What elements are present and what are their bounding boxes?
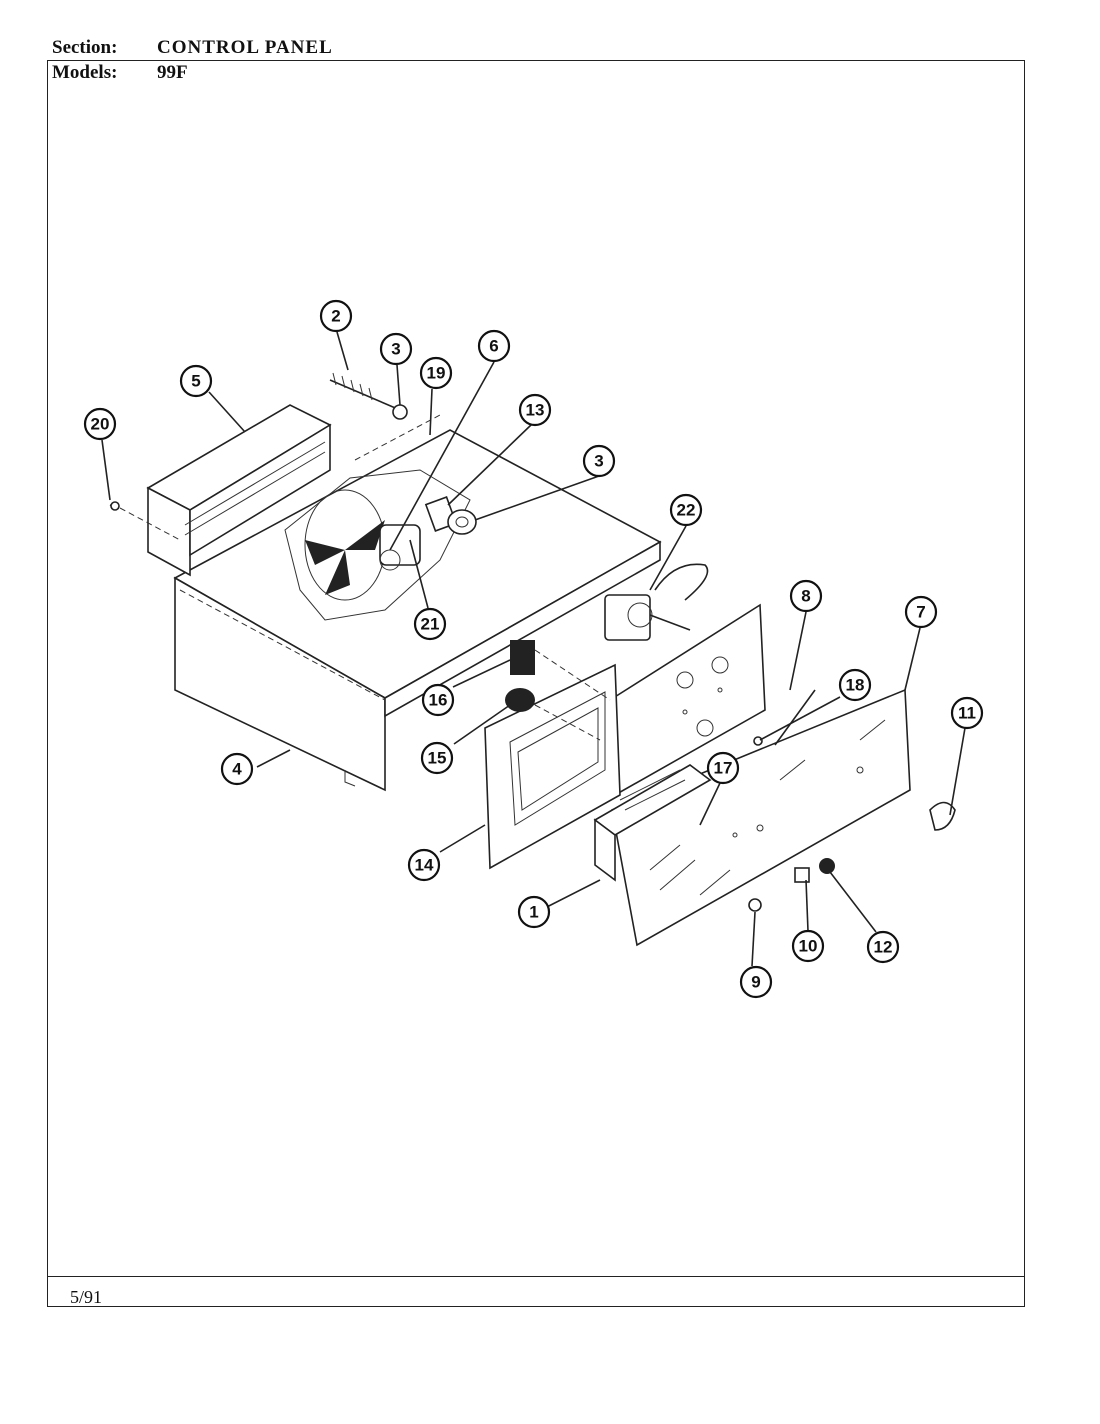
svg-text:7: 7 (916, 603, 925, 622)
callout-14: 14 (407, 848, 441, 882)
svg-text:13: 13 (526, 401, 545, 420)
svg-text:3: 3 (594, 452, 603, 471)
callout-13: 13 (518, 393, 552, 427)
svg-text:19: 19 (427, 364, 446, 383)
svg-text:5: 5 (191, 372, 200, 391)
leader-lines (101, 331, 966, 967)
svg-text:20: 20 (91, 415, 110, 434)
fan-assembly (284, 469, 471, 621)
svg-text:8: 8 (801, 587, 810, 606)
svg-text:4: 4 (232, 760, 242, 779)
knob-parts (748, 689, 956, 912)
svg-text:17: 17 (714, 759, 733, 778)
control-board (593, 764, 712, 882)
timer-components (505, 640, 611, 741)
svg-text:11: 11 (958, 704, 976, 723)
callout-9: 9 (739, 965, 773, 999)
callout-10: 10 (791, 929, 825, 963)
callout-20: 20 (83, 407, 117, 441)
callout-15: 15 (420, 741, 454, 775)
svg-text:6: 6 (489, 337, 498, 356)
callout-18: 18 (838, 668, 872, 702)
front-glass-panel (611, 688, 911, 947)
svg-text:3: 3 (391, 340, 400, 359)
callout-4: 4 (220, 752, 254, 786)
callout-19: 19 (419, 356, 453, 390)
svg-text:14: 14 (415, 856, 434, 875)
section-label: Section: (52, 37, 118, 58)
gaskets (424, 496, 477, 535)
callout-8: 8 (789, 579, 823, 613)
callout-12: 12 (866, 930, 900, 964)
diagram-frame (47, 60, 1025, 1307)
svg-text:9: 9 (751, 973, 760, 992)
svg-text:12: 12 (874, 938, 893, 957)
callout-16: 16 (421, 683, 455, 717)
callout-22: 22 (669, 493, 703, 527)
callout-3-right: 3 (582, 444, 616, 478)
callout-1: 1 (517, 895, 551, 929)
callout-3-top: 3 (379, 332, 413, 366)
rear-bracket (146, 404, 332, 577)
callout-6: 6 (477, 329, 511, 363)
svg-text:10: 10 (799, 937, 818, 956)
svg-text:22: 22 (677, 501, 696, 520)
svg-text:2: 2 (331, 307, 340, 326)
thermostat (604, 563, 709, 641)
revision-date: 5/91 (70, 1287, 103, 1307)
callout-2: 2 (319, 299, 353, 333)
callout-5: 5 (179, 364, 213, 398)
callout-11: 11 (950, 696, 984, 730)
svg-text:18: 18 (846, 676, 865, 695)
callout-17: 17 (706, 751, 740, 785)
models-label: Models: (52, 62, 118, 83)
display-frame (484, 663, 621, 870)
section-title: CONTROL PANEL (157, 37, 333, 58)
svg-text:21: 21 (421, 615, 440, 634)
svg-text:15: 15 (428, 749, 447, 768)
svg-text:16: 16 (429, 691, 448, 710)
screw-20 (109, 501, 181, 541)
callout-21: 21 (413, 607, 447, 641)
svg-text:1: 1 (529, 903, 538, 922)
callout-7: 7 (904, 595, 938, 629)
footer-divider (48, 1276, 1024, 1277)
models-value: 99F (157, 62, 188, 83)
